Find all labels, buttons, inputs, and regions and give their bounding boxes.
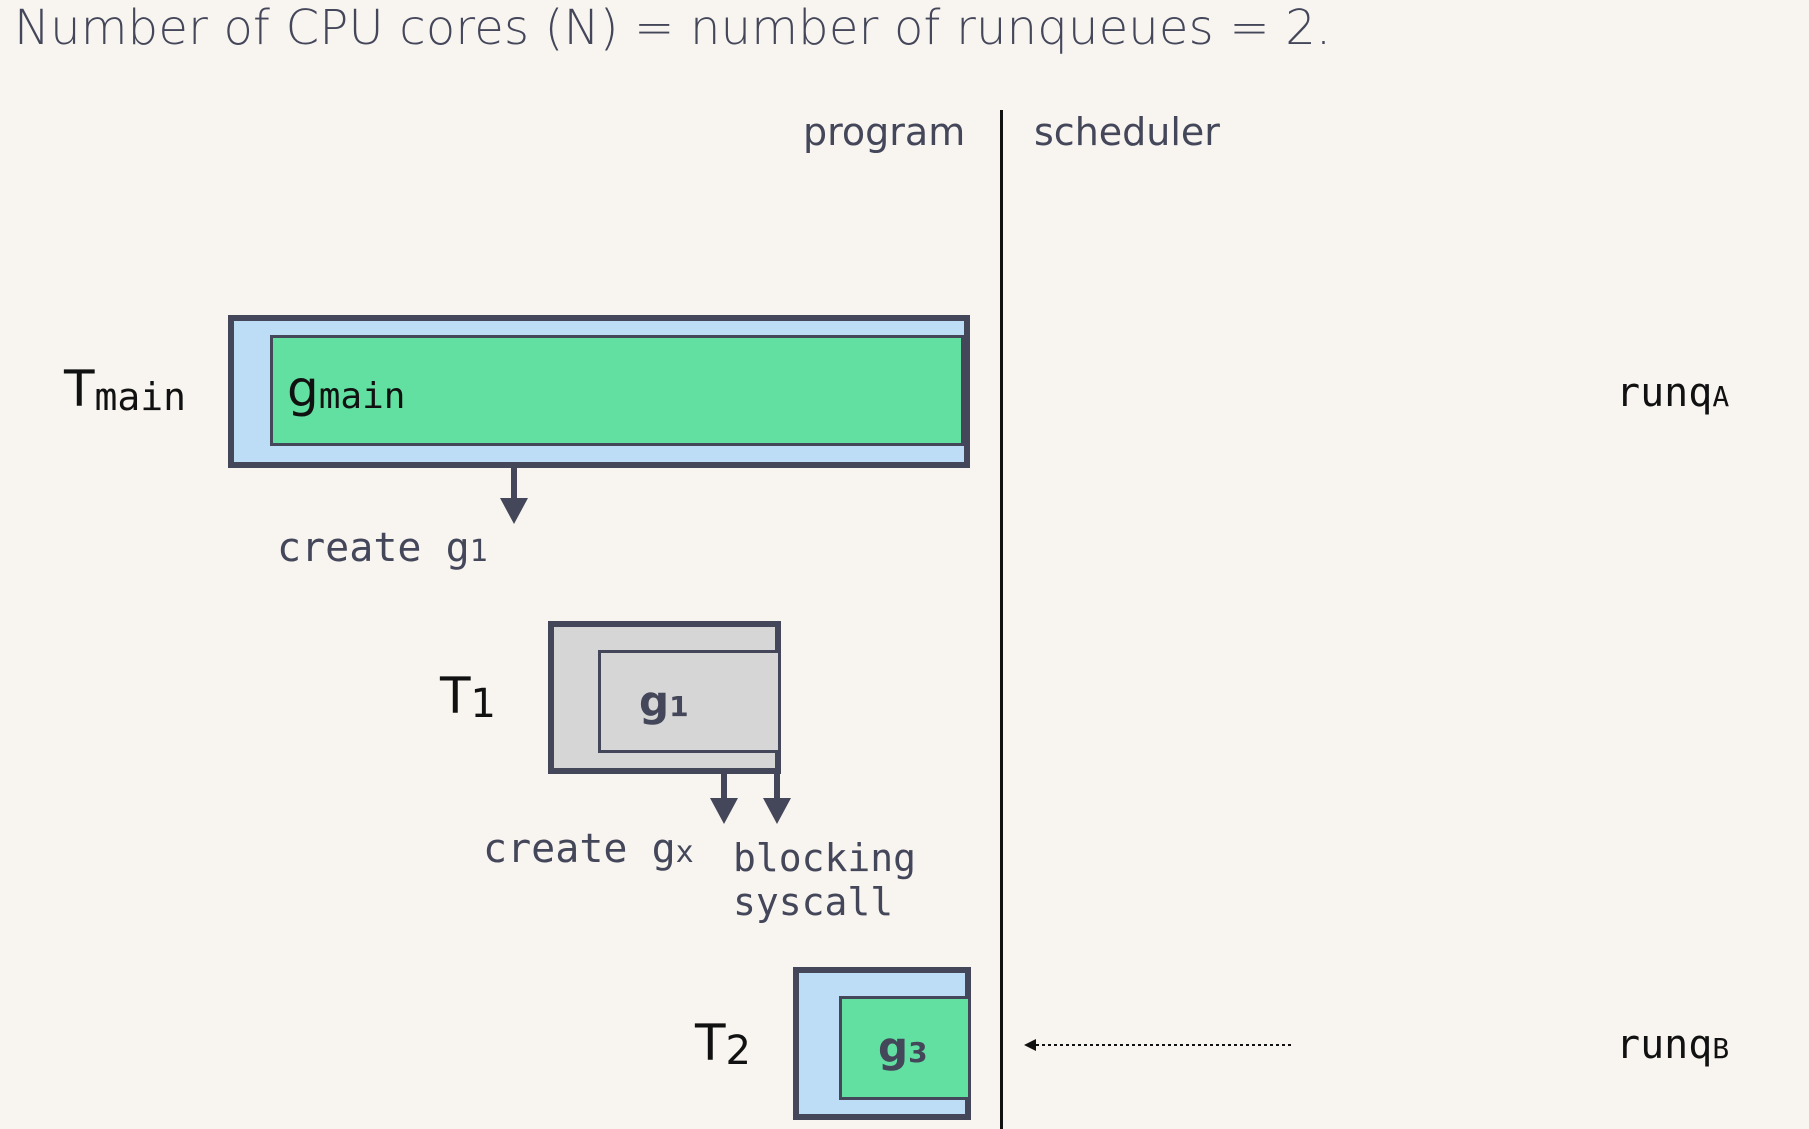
thread-label-base: T [440, 667, 471, 725]
action-text: create g [483, 826, 676, 872]
goroutine-label-sub: 1 [669, 690, 689, 723]
action-sub: x [675, 835, 694, 870]
program-scheduler-divider [1000, 110, 1003, 1129]
runqueue-a: runqA [1616, 370, 1729, 416]
thread-box-t1: g1 [548, 621, 781, 774]
thread-label-t1: T1 [440, 667, 496, 727]
goroutine-label-gmain: gmain [287, 360, 405, 418]
goroutine-label-sub: 3 [908, 1036, 928, 1069]
thread-label-base: T [64, 360, 95, 418]
goroutine-label-g1: g1 [639, 677, 689, 726]
page-title: Number of CPU cores (N) = number of runq… [14, 0, 1332, 56]
thread-box-t2: g3 [793, 967, 971, 1120]
action-blocking-line2: syscall [733, 880, 894, 924]
thread-label-sub: main [94, 375, 187, 419]
goroutine-label-sub: main [318, 376, 406, 417]
thread-label-tmain: Tmain [64, 360, 187, 419]
thread-box-tmain: gmain [228, 315, 970, 468]
arrow-runqb-to-t2 [1024, 1039, 1292, 1051]
arrow-create-g1 [500, 468, 528, 524]
action-create-g1: create g1 [277, 525, 488, 571]
action-blocking-line1: blocking [733, 836, 917, 880]
action-blocking-syscall: blocking syscall [733, 836, 916, 924]
scheduler-column-label: scheduler [1034, 110, 1220, 154]
arrow-create-gx-head [710, 798, 738, 824]
goroutine-label-base: g [878, 1023, 909, 1072]
action-text: create g [277, 525, 470, 571]
program-column-label: program [803, 110, 966, 154]
runqueue-label-base: runq [1616, 1022, 1713, 1068]
goroutine-box-gmain: gmain [270, 335, 964, 446]
goroutine-box-g1: g1 [598, 650, 781, 753]
thread-label-sub: 2 [725, 1028, 751, 1074]
goroutine-box-g3: g3 [839, 996, 971, 1100]
runqueue-label-base: runq [1616, 370, 1713, 416]
arrow-blocking-syscall-head [763, 798, 791, 824]
goroutine-label-base: g [287, 360, 319, 418]
action-sub: 1 [469, 534, 488, 569]
thread-label-t2: T2 [695, 1014, 751, 1074]
arrows-from-t1 [710, 770, 791, 824]
thread-label-base: T [695, 1014, 726, 1072]
runqueue-label-sub: A [1712, 380, 1730, 413]
runqueue-b: runqB [1616, 1022, 1729, 1068]
goroutine-label-g3: g3 [878, 1023, 928, 1072]
action-create-gx: create gx [483, 826, 694, 872]
goroutine-label-base: g [639, 677, 670, 726]
thread-label-sub: 1 [470, 681, 496, 727]
runqueue-label-sub: B [1712, 1032, 1730, 1065]
